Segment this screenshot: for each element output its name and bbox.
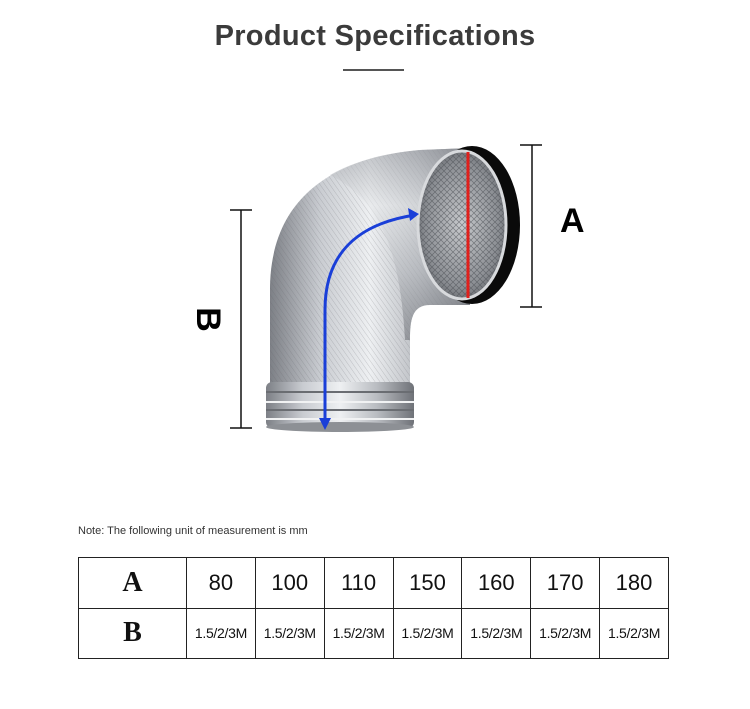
- table-cell: 180: [599, 557, 669, 609]
- table-cell: 160: [461, 557, 532, 609]
- table-cell: 1.5/2/3M: [254, 607, 325, 659]
- table-cell: 80: [186, 557, 256, 609]
- table-cell: 170: [530, 557, 601, 609]
- table-cell: 100: [254, 557, 325, 609]
- row-label-b: B: [78, 607, 187, 659]
- spec-table: A 80 100 110 150 160 170 180 B 1.5/2/3M …: [78, 557, 669, 659]
- table-cell: 1.5/2/3M: [392, 607, 463, 659]
- dimension-bracket-a: [520, 144, 542, 308]
- table-cell: 1.5/2/3M: [599, 607, 669, 659]
- table-cell: 150: [392, 557, 463, 609]
- row-label-a: A: [78, 557, 187, 609]
- table-row-a: A 80 100 110 150 160 170 180: [78, 557, 669, 609]
- title-underline: [343, 69, 404, 71]
- dimension-bracket-b: [230, 209, 252, 429]
- duct-elbow-diagram: [230, 144, 542, 432]
- table-cell: 1.5/2/3M: [530, 607, 601, 659]
- table-cell: 1.5/2/3M: [186, 607, 256, 659]
- table-cell: 1.5/2/3M: [461, 607, 532, 659]
- page-title: Product Specifications: [214, 20, 536, 52]
- duct-elbow-body: [266, 146, 520, 432]
- length-path-arrow: [319, 208, 419, 430]
- dimension-label-a: A: [560, 202, 585, 240]
- measurement-note: Note: The following unit of measurement …: [78, 525, 308, 537]
- table-cell: 1.5/2/3M: [323, 607, 394, 659]
- dimension-label-b: B: [188, 307, 227, 332]
- table-row-b: B 1.5/2/3M 1.5/2/3M 1.5/2/3M 1.5/2/3M 1.…: [78, 607, 669, 659]
- table-cell: 110: [323, 557, 394, 609]
- bottom-cuff: [266, 382, 414, 432]
